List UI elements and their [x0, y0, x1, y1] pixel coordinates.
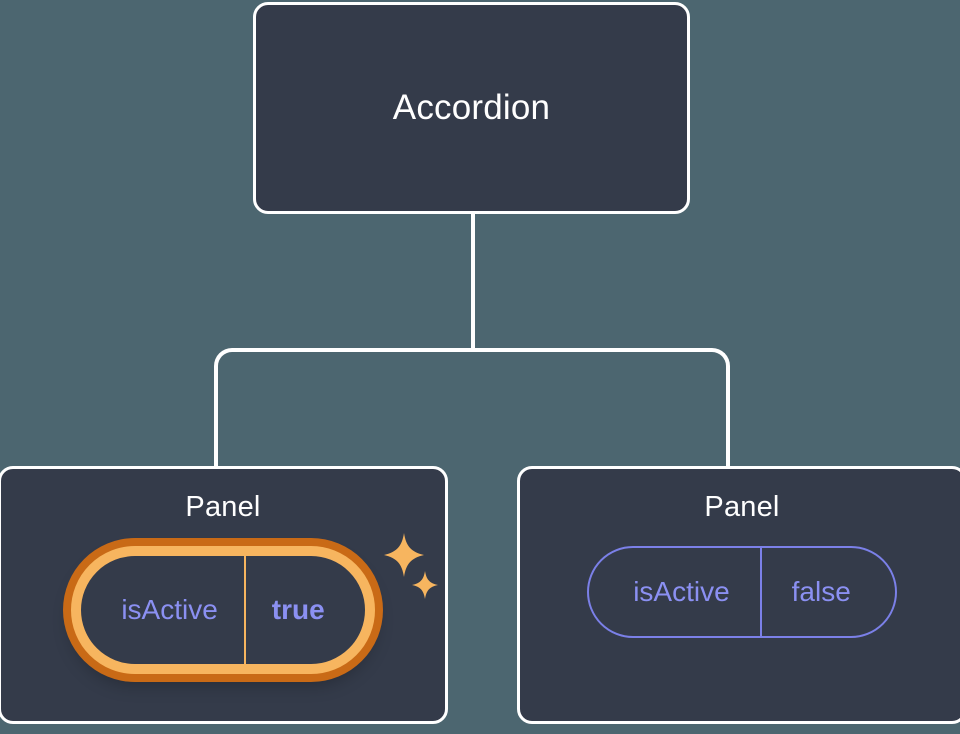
connector-branch-bar	[214, 348, 730, 468]
prop-pill-isactive-false[interactable]: isActive false	[587, 546, 897, 638]
prop-key: isActive	[633, 576, 730, 607]
prop-value: false	[759, 548, 895, 636]
node-panel-left-label: Panel	[185, 491, 261, 523]
node-panel-right-label: Panel	[704, 491, 780, 523]
node-accordion[interactable]: Accordion	[253, 2, 690, 214]
connector-root-stem	[471, 212, 475, 352]
prop-key: isActive	[121, 594, 218, 625]
node-accordion-label: Accordion	[392, 88, 551, 127]
node-panel-left[interactable]: Panel isActive true	[0, 466, 448, 724]
node-panel-right[interactable]: Panel isActive false	[517, 466, 960, 724]
prop-pill-isactive-true[interactable]: isActive true	[71, 546, 375, 674]
prop-value: true	[243, 556, 365, 664]
